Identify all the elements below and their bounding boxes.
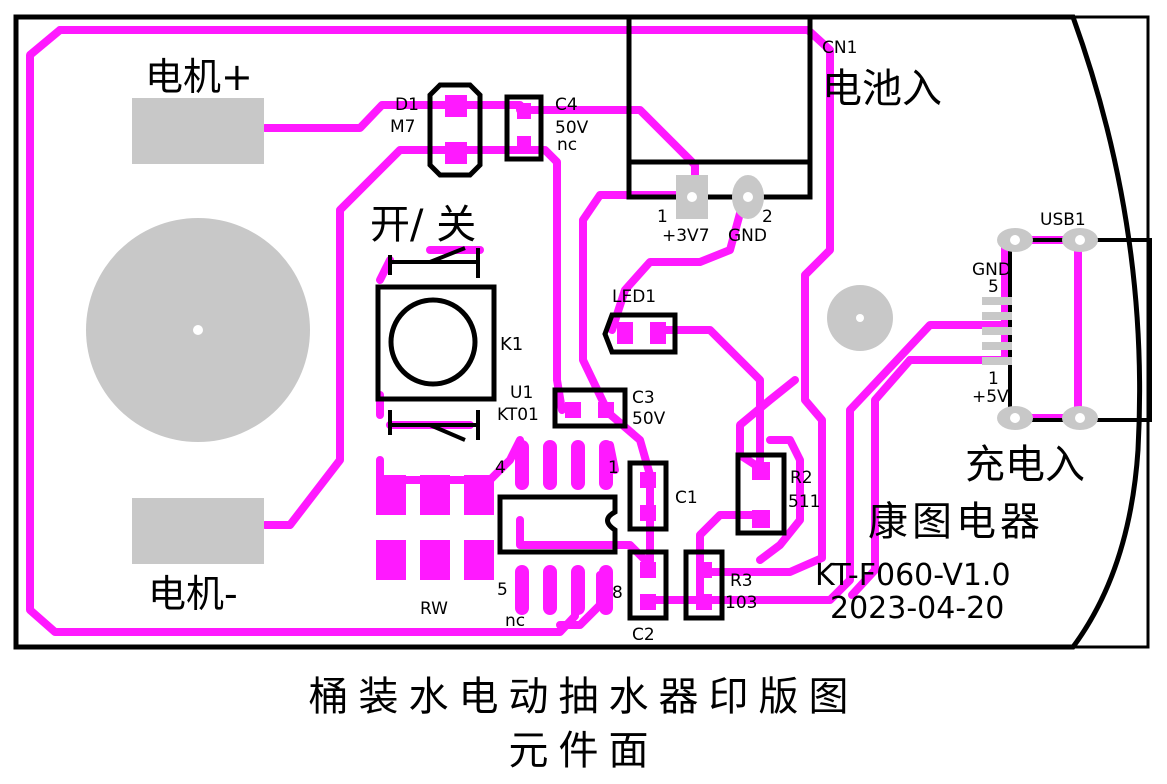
c3-pad-right (598, 402, 614, 418)
c3-pad-left (565, 402, 581, 418)
label-r3-value: 103 (725, 593, 757, 613)
r3-pad-bottom (696, 594, 712, 610)
label-led1: LED1 (612, 287, 656, 307)
label-battery-in: 电池入 (822, 66, 942, 112)
r3-pad-top (696, 562, 712, 578)
u1-body (497, 494, 618, 555)
label-d1: D1 (395, 95, 419, 115)
label-u1: U1 (510, 383, 533, 403)
label-charge-in: 充电入 (965, 442, 1085, 488)
label-usb-pin1: 1 (988, 369, 999, 389)
label-cn1: CN1 (822, 38, 857, 58)
rw-pads (376, 475, 494, 580)
label-c4-value: 50V (555, 118, 589, 138)
label-c3-value: 50V (632, 409, 666, 429)
r2-pad-top (752, 462, 770, 480)
label-motor-plus: 电机+ (145, 55, 253, 99)
label-3v7: +3V7 (662, 226, 710, 246)
label-switch: 开/ 关 (370, 202, 476, 248)
cn1-pin2-hole (743, 192, 753, 202)
led1-pad-left (617, 322, 633, 344)
caption-title: 桶装水电动抽水器印版图 (308, 674, 859, 720)
usb1-pins (982, 297, 1012, 365)
label-c4: C4 (555, 95, 578, 115)
led1-outline (602, 312, 678, 355)
label-m7: M7 (390, 117, 415, 137)
label-rw: RW (420, 599, 448, 619)
u1-pins (515, 440, 613, 615)
c1-outline (627, 460, 669, 532)
c1-pad-top (640, 472, 656, 488)
c2-outline (627, 549, 669, 621)
label-ic-pin4: 4 (495, 458, 506, 478)
c2-pad-bottom (640, 594, 656, 610)
cn1-body (626, 14, 813, 200)
c4-pad-bottom (517, 136, 531, 152)
usb1-mount-holes (1010, 235, 1085, 423)
k1-body (375, 284, 497, 402)
k1-leads (388, 246, 480, 442)
label-usb-5v: +5V (972, 387, 1009, 407)
r2-pad-bottom (752, 510, 770, 528)
d1-pad-bottom (445, 142, 467, 164)
label-r2-value: 511 (788, 492, 820, 512)
label-version: KT-F060-V1.0 (815, 558, 1011, 593)
c2-pad-top (640, 562, 656, 578)
motor-mount-hole (193, 325, 203, 335)
r3-outline (683, 549, 725, 621)
motor-minus-pad (132, 498, 264, 564)
label-usb-pin5: 5 (988, 277, 999, 297)
c4-pad-top (517, 103, 531, 119)
label-k1: K1 (500, 334, 523, 355)
label-cn1-pin1: 1 (657, 207, 668, 227)
label-ic-pin1: 1 (608, 458, 619, 478)
c3-outline (552, 387, 628, 429)
label-ic-pin8: 8 (612, 583, 623, 603)
label-c3: C3 (632, 388, 655, 408)
board-outline (13, 14, 1143, 650)
label-ic-pin5: 5 (497, 580, 508, 600)
usb1-mount-pads (997, 228, 1098, 430)
c1-pad-bottom (640, 505, 656, 521)
label-kt01: KT01 (497, 405, 539, 425)
label-c4-nc: nc (557, 135, 577, 155)
label-cn1-pin2: 2 (762, 207, 773, 227)
r2-outline (735, 452, 787, 536)
mount-hole-small (856, 314, 864, 322)
label-r3: R3 (730, 571, 753, 591)
d1-pad-top (445, 95, 467, 117)
label-c2: C2 (632, 625, 655, 645)
label-r2: R2 (790, 468, 813, 488)
d1-outline (427, 82, 483, 178)
cn1-pin1-hole (687, 192, 697, 202)
k1-button (388, 297, 478, 387)
label-c1: C1 (675, 488, 698, 508)
label-brand: 康图电器 (868, 499, 1044, 545)
motor-plus-pad (132, 98, 264, 164)
led1-pad-right (650, 322, 666, 344)
label-ic-nc: nc (505, 611, 525, 631)
label-date: 2023-04-20 (830, 591, 1004, 626)
label-usb-gnd: GND (972, 260, 1011, 280)
label-usb1: USB1 (1040, 210, 1086, 230)
caption-subtitle: 元件面 (508, 728, 659, 774)
label-motor-minus: 电机- (148, 572, 238, 616)
label-cn1-gnd: GND (728, 226, 767, 246)
c4-outline (504, 94, 544, 162)
